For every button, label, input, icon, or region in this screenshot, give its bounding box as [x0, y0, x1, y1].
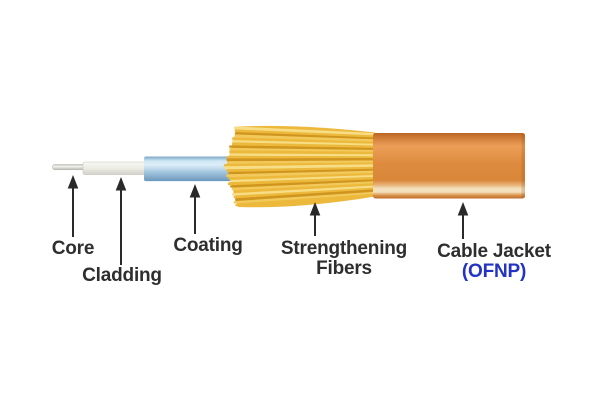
coating-label: Coating	[173, 235, 243, 256]
cable-jacket-label: Cable Jacket (OFNP)	[437, 242, 551, 282]
strengthening-fibers-label: Strengthening Fibers	[281, 239, 407, 279]
core-arrow	[67, 175, 79, 237]
coating-shape	[144, 156, 231, 182]
cladding-shape	[82, 161, 146, 175]
strengthening-fibers-strands	[223, 126, 377, 207]
cladding-label: Cladding	[82, 265, 162, 286]
strengthening-fibers-arrow	[309, 202, 321, 236]
cable-jacket-label-main: Cable Jacket	[437, 241, 551, 262]
coating-arrow	[189, 184, 201, 234]
core-shape	[52, 164, 87, 170]
cable-jacket-right-rim	[521, 134, 525, 198]
cable-jacket-shape	[373, 133, 525, 199]
cable-jacket-sublabel: (OFNP)	[461, 261, 527, 282]
cladding-arrow	[115, 177, 127, 265]
core-label: Core	[51, 238, 95, 259]
strengthening-fibers-label-line1: Strengthening	[280, 238, 408, 259]
cable-jacket-arrow	[457, 202, 469, 239]
strengthening-fibers-label-line2: Fibers	[316, 258, 372, 279]
